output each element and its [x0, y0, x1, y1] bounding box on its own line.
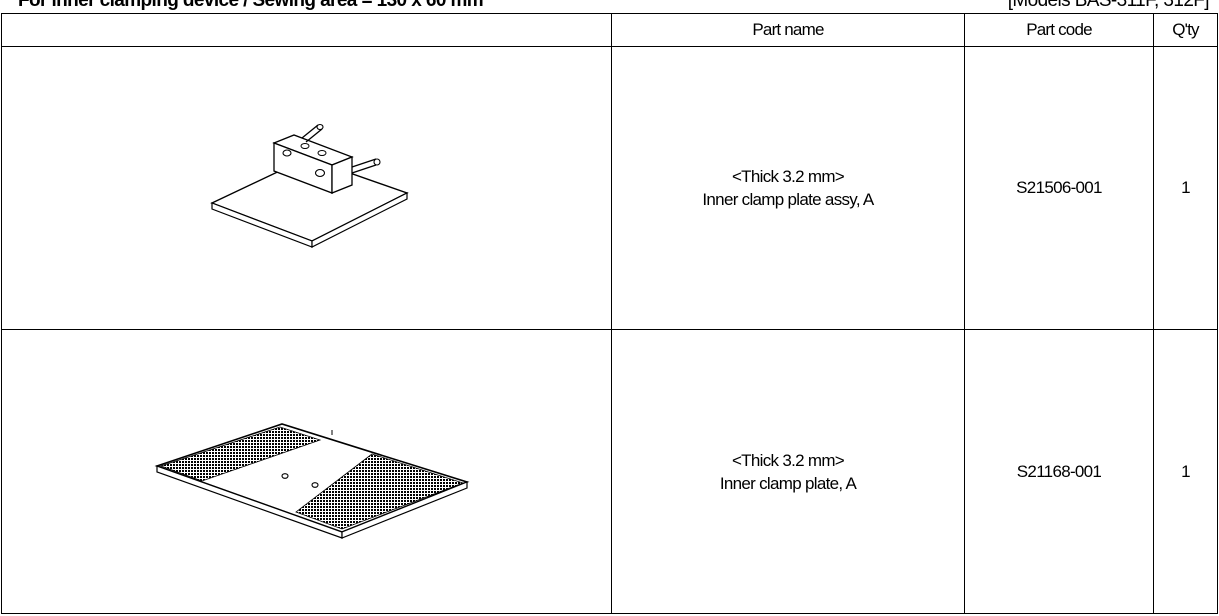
table-row: <Thick 3.2 mm> Inner clamp plate, A S211…: [1, 329, 1218, 614]
illustration-header: [1, 13, 612, 47]
illustration-cell: [1, 46, 612, 330]
page-title: For inner clamping device / Sewing area …: [18, 0, 484, 11]
parts-table: Part name Part code Q'ty: [1, 13, 1218, 614]
part-code-cell: S21506-001: [964, 46, 1154, 330]
qty-cell: 1: [1153, 329, 1218, 614]
models-label: [Models BAS-311F, 312F]: [1007, 0, 1210, 11]
table-header-row: Part name Part code Q'ty: [1, 13, 1218, 47]
part-name-cell: <Thick 3.2 mm> Inner clamp plate, A: [611, 329, 965, 614]
part-thickness: <Thick 3.2 mm>: [731, 167, 845, 186]
part-name: Inner clamp plate, A: [719, 473, 857, 493]
qty-header: Q'ty: [1153, 13, 1218, 47]
part-thickness: <Thick 3.2 mm>: [731, 450, 845, 470]
part-code-cell: S21168-001: [964, 329, 1154, 614]
illustration-cell: [1, 329, 612, 614]
clamp-plate-assy-drawing: [210, 123, 409, 248]
qty-cell: 1: [1153, 46, 1218, 330]
page-header: For inner clamping device / Sewing area …: [0, 0, 1219, 14]
part-name-header: Part name: [611, 13, 965, 47]
part-code-header: Part code: [964, 13, 1154, 47]
part-name-cell: <Thick 3.2 mm> Inner clamp plate assy, A: [611, 46, 965, 330]
part-name: Inner clamp plate assy, A: [702, 190, 874, 209]
clamp-plate-drawing: [154, 423, 470, 539]
table-row: <Thick 3.2 mm> Inner clamp plate assy, A…: [1, 46, 1218, 330]
